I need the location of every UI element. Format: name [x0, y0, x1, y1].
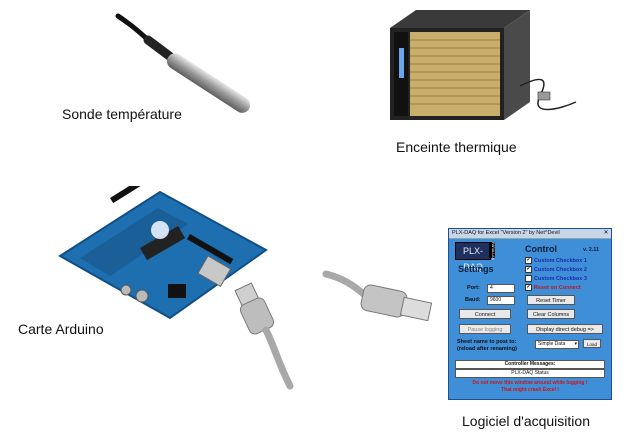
sheet-name-value: Simple Data [538, 341, 566, 347]
checkbox-1-label: Custom Checkbox 1 [534, 257, 587, 264]
warning-line-1: Do not move this window around while log… [472, 380, 588, 386]
reset-on-connect-label: Reset on Connect [534, 284, 581, 291]
baud-input[interactable]: 9600 [487, 296, 515, 305]
caption-enclosure: Enceinte thermique [396, 139, 517, 155]
controller-messages-bar: Controller Messages: [455, 360, 605, 369]
settings-heading: Settings [458, 264, 494, 274]
parallax-logo: PARALLAX [489, 242, 495, 260]
checkbox-3-label: Custom Checkbox 3 [534, 275, 587, 282]
pause-logging-button[interactable]: Pause logging [459, 324, 511, 334]
checkbox-2-label: Custom Checkbox 2 [534, 266, 587, 273]
thermal-enclosure-image [390, 10, 577, 120]
checkbox-3-box[interactable] [525, 275, 532, 282]
sheet-name-sublabel: (reload after renaming) [457, 346, 517, 352]
warning-line-2: That might crash Excel ! [501, 387, 559, 393]
plx-title-bar: PLX-DAQ for Excel "Version 2" by Net^Dev… [449, 229, 611, 239]
plx-daq-window: PLX-DAQ for Excel "Version 2" by Net^Dev… [448, 228, 612, 400]
checkbox-1-box[interactable]: ✓ [525, 257, 532, 264]
usb-a-cable-image [322, 270, 433, 322]
sheet-name-select[interactable]: Simple Data ▾ [535, 340, 579, 349]
custom-checkbox-1[interactable]: ✓Custom Checkbox 1 [525, 257, 587, 264]
plx-daq-logo: PLX-DAQ [455, 242, 491, 272]
caption-software: Logiciel d'acquisition [462, 413, 590, 429]
close-icon[interactable]: ✕ [603, 230, 609, 236]
reset-on-connect-checkbox[interactable]: ✓Reset on Connect [525, 284, 581, 291]
checkbox-2-box[interactable]: ✓ [525, 266, 532, 273]
custom-checkbox-2[interactable]: ✓Custom Checkbox 2 [525, 266, 587, 273]
reset-timer-button[interactable]: Reset Timer [527, 295, 575, 305]
usb-b-cable-image [234, 282, 294, 390]
chevron-down-icon[interactable]: ▾ [574, 341, 577, 347]
sheet-name-label: Sheet name to post to: [457, 339, 517, 345]
port-input[interactable]: 4 [487, 284, 515, 293]
caption-probe: Sonde température [62, 106, 182, 122]
clear-columns-button[interactable]: Clear Columns [527, 309, 575, 319]
reset-on-connect-box[interactable]: ✓ [525, 284, 532, 291]
arduino-board-image [58, 186, 268, 320]
custom-checkbox-3[interactable]: Custom Checkbox 3 [525, 275, 587, 282]
control-heading: Control [525, 244, 557, 254]
version-label: v. 2.11 [583, 247, 600, 253]
display-debug-button[interactable]: Display direct debug => [527, 324, 603, 334]
temperature-probe-image [115, 13, 251, 113]
load-button[interactable]: Load [583, 339, 601, 348]
port-label: Port: [467, 285, 480, 291]
plx-status-bar: PLX-DAQ Status [455, 369, 605, 378]
connect-button[interactable]: Connect [459, 309, 511, 319]
caption-arduino: Carte Arduino [18, 321, 104, 337]
plx-title: PLX-DAQ for Excel "Version 2" by Net^Dev… [452, 230, 560, 236]
baud-label: Baud: [465, 297, 481, 303]
